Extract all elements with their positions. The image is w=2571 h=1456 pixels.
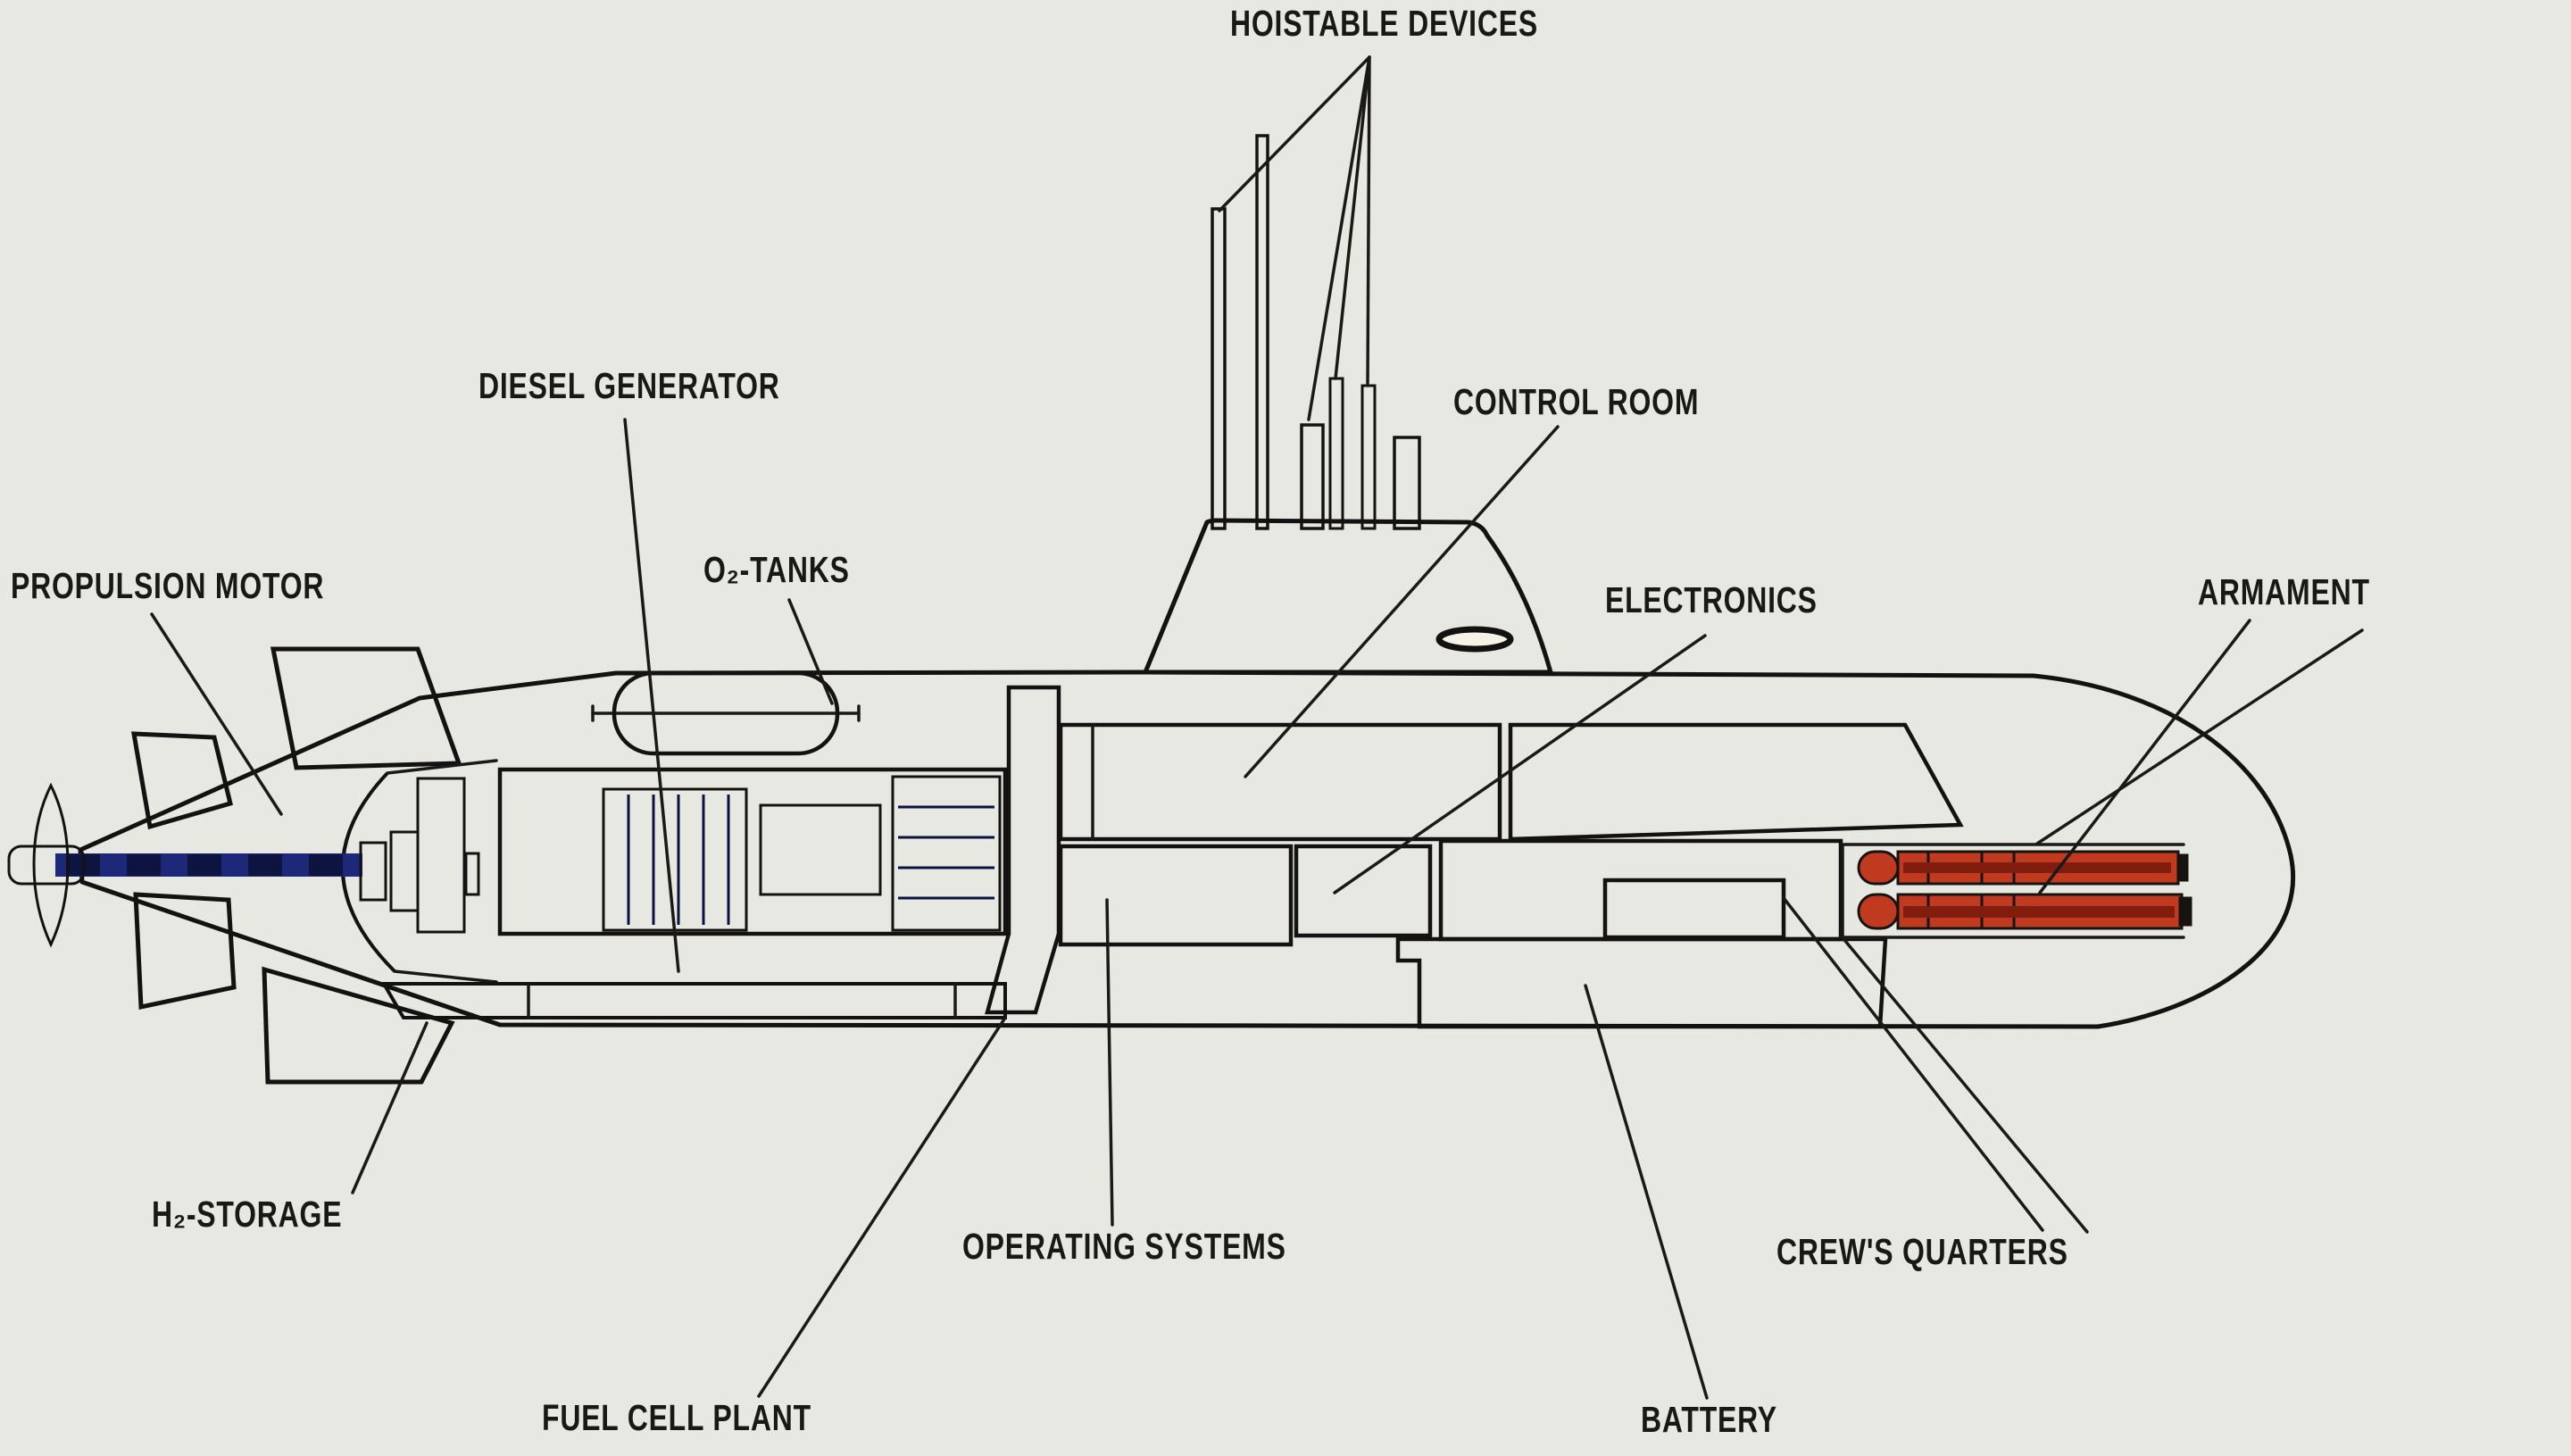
leader-electronics xyxy=(1333,634,1707,894)
sail xyxy=(1143,518,1553,675)
stern-fin-lower-far xyxy=(262,966,455,1085)
leader-diesel-generator xyxy=(623,418,680,973)
label-crews-quarters: CREW'S QUARTERS xyxy=(1776,1231,2068,1272)
block-battery xyxy=(1395,936,1888,1029)
leader-hoistable-2 xyxy=(1307,55,1371,421)
block-crews-quarters-upper xyxy=(1508,722,1964,842)
label-control-room: CONTROL ROOM xyxy=(1453,381,1700,422)
leader-battery xyxy=(1584,984,1709,1400)
torpedo-tube-lower xyxy=(1857,893,2192,930)
block-diesel-generator-room xyxy=(497,767,1008,936)
leader-hoistable-3 xyxy=(1334,55,1371,380)
leader-crews-quarters-2 xyxy=(1839,934,2089,1234)
leader-hoistable-1 xyxy=(1218,55,1371,212)
label-propulsion-motor: PROPULSION MOTOR xyxy=(11,565,325,606)
mast-antenna-1 xyxy=(1300,423,1325,530)
stern-fin-lower-near xyxy=(133,892,237,1011)
label-operating-systems: OPERATING SYSTEMS xyxy=(962,1226,1286,1267)
label-electronics: ELECTRONICS xyxy=(1605,579,1818,620)
torpedo-bay-outline xyxy=(1841,843,2185,939)
mast-snorkel xyxy=(1211,207,1227,530)
shaft-coupling-3 xyxy=(464,852,480,896)
mast-antenna-3 xyxy=(1360,384,1377,530)
inner-hull-line-top xyxy=(386,759,498,775)
block-forward-compartment xyxy=(1438,838,1843,942)
hull-outline xyxy=(78,670,2295,1029)
block-h2-storage xyxy=(380,982,1007,1019)
leader-hoistable-4 xyxy=(1366,55,1371,387)
block-operating-systems xyxy=(1058,844,1294,947)
machinery-aux xyxy=(891,775,1002,932)
leader-operating-systems xyxy=(1105,898,1114,1227)
mast-periscope xyxy=(1255,134,1269,530)
motor-coupling-disc xyxy=(416,777,466,934)
shaft-coupling-2 xyxy=(389,830,420,912)
label-o2-tanks: O₂-TANKS xyxy=(703,549,850,590)
block-crews-quarters-lower xyxy=(1602,878,1786,940)
label-h2-storage: H₂-STORAGE xyxy=(152,1194,343,1235)
diesel-engine-ribs xyxy=(627,795,730,925)
inner-hull-line-bottom xyxy=(393,969,498,984)
label-armament: ARMAMENT xyxy=(2198,571,2370,612)
mast-antenna-4 xyxy=(1393,436,1421,530)
machinery-diesel-engine xyxy=(602,787,748,932)
leader-crews-quarters-1 xyxy=(1782,896,2044,1232)
shaft-coupling-1 xyxy=(359,841,387,902)
mast-antenna-2 xyxy=(1328,377,1344,530)
label-diesel-generator: DIESEL GENERATOR xyxy=(478,365,780,406)
leader-control-room xyxy=(1244,425,1560,778)
machinery-aux-ribs xyxy=(898,805,994,900)
propeller-hub xyxy=(7,844,86,886)
block-control-room xyxy=(1058,722,1502,842)
label-battery: BATTERY xyxy=(1641,1399,1777,1440)
block-electronics xyxy=(1294,844,1433,938)
leader-propulsion-motor xyxy=(150,612,283,816)
leader-o2-tanks xyxy=(787,598,834,705)
stern-fin-upper-far xyxy=(270,646,462,770)
label-hoistable-devices: HOISTABLE DEVICES xyxy=(1230,3,1538,44)
leader-fuel-cell-plant xyxy=(757,1016,1007,1398)
hoistable-masts xyxy=(1211,134,1421,530)
block-o2-tank xyxy=(612,670,840,756)
sail-porthole xyxy=(1435,626,1514,653)
torpedo-tube-upper xyxy=(1857,850,2189,886)
label-fuel-cell-plant: FUEL CELL PLANT xyxy=(542,1397,811,1438)
leader-armament-1 xyxy=(2038,619,2251,894)
stern-fin-upper-near xyxy=(131,731,233,830)
leader-h2-storage xyxy=(351,1021,428,1194)
leader-lines xyxy=(150,55,2364,1400)
leader-armament-2 xyxy=(2035,628,2364,845)
block-fuel-cell-plant xyxy=(985,685,1061,1015)
machinery-generator xyxy=(759,803,882,896)
propeller-blades xyxy=(32,782,70,948)
